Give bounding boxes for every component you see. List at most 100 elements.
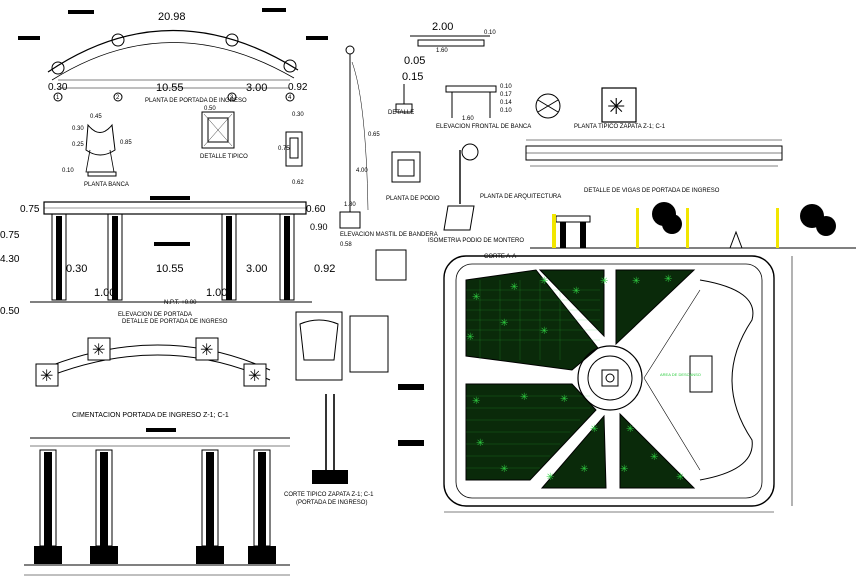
arch-left-dim: 0.30: [48, 82, 68, 93]
planta-arquitectura-label: PLANTA DE ARQUITECTURA: [480, 194, 561, 200]
svg-text:✳: ✳: [650, 452, 658, 463]
det-a: 0.45: [90, 114, 102, 120]
detalle-portada-label: DETALLE DE PORTADA DE INGRESO: [122, 319, 228, 325]
det-d: 0.85: [120, 140, 132, 146]
top-e: 0.10: [484, 30, 496, 36]
det-b: 0.30: [72, 126, 84, 132]
elevacion-mastil-label: ELEVACION MASTIL DE BANDERA: [340, 232, 438, 238]
mast-c: 0.90: [310, 222, 328, 232]
area-note: AREA DE DESCANSO: [660, 372, 701, 377]
bench-e: 0.10: [500, 108, 512, 114]
svg-text:✳: ✳: [580, 464, 588, 475]
elev-f: 0.60: [306, 204, 326, 215]
svg-text:✳: ✳: [540, 276, 548, 287]
bench-d: 0.14: [500, 100, 512, 106]
svg-text:✳: ✳: [92, 342, 105, 359]
svg-text:✳: ✳: [510, 282, 518, 293]
detalle-label: DETALLE: [388, 110, 414, 116]
det-c: 0.25: [72, 142, 84, 148]
arch-plan: 20.98 0.30 10.55 3.00 0.92 1 2 3 4 PLANT…: [18, 8, 328, 104]
mast-e: 0.58: [340, 242, 352, 248]
det-f: 0.62: [292, 180, 304, 186]
top-b: 1.60: [436, 48, 448, 54]
site-plan: CORTE A-A ✳✳ ✳✳ ✳✳ ✳✳ ✳✳ ✳✳ ✳✳ ✳✳ ✳✳: [443, 254, 793, 513]
svg-text:✳: ✳: [590, 424, 598, 435]
arch-right-dim: 3.00: [246, 82, 267, 94]
mast-d: 0.65: [368, 132, 380, 138]
svg-text:✳: ✳: [664, 274, 672, 285]
foundation-arch: ✳ ✳ ✳ ✳ CIMENTACION PORTADA DE INGRESO Z-1;…: [35, 337, 271, 419]
top-c: 0.05: [404, 55, 425, 67]
det-i: 0.50: [204, 106, 216, 112]
svg-text:✳: ✳: [540, 326, 548, 337]
bench-b: 0.10: [500, 84, 512, 90]
portada-ingreso-label: (PORTADA DE INGRESO): [296, 500, 367, 506]
elev-d2: 1.00: [206, 287, 227, 299]
svg-text:✳: ✳: [200, 342, 213, 359]
bench-a: 1.60: [462, 116, 474, 122]
elev-a: 0.75: [20, 204, 40, 215]
planta-portada-label: PLANTA DE PORTADA DE INGRESO: [145, 98, 247, 104]
elev-center: 10.55: [156, 263, 184, 275]
arch-center-dim: 10.55: [156, 82, 184, 94]
svg-text:✳: ✳: [607, 94, 625, 119]
planta-tipico-zapata-label: PLANTA TIPICO ZAPATA Z-1; C-1: [574, 124, 666, 130]
elevacion-frontal-banca-label: ELEVACION FRONTAL DE BANCA: [436, 124, 531, 130]
podium: PLANTA DE PODIO ISOMETRIA PODIO DE MONTE…: [386, 143, 561, 244]
axis-3: 3: [230, 95, 234, 101]
svg-text:✳: ✳: [466, 332, 474, 343]
svg-text:✳: ✳: [600, 276, 608, 287]
svg-text:✳: ✳: [476, 438, 484, 449]
svg-text:✳: ✳: [572, 286, 580, 297]
svg-text:✳: ✳: [620, 464, 628, 475]
cimentacion-label: CIMENTACION PORTADA DE INGRESO Z-1; C-1: [72, 412, 229, 419]
bench-details: 0.45 0.30 0.25 0.85 0.10 PLANTA BANCA 0.…: [62, 106, 304, 188]
svg-text:✳: ✳: [546, 472, 554, 483]
top-mid-details: 2.00 1.60 0.05 0.15 DETALLE 0.10 0.10 0.…: [388, 21, 666, 130]
svg-text:✳: ✳: [472, 292, 480, 303]
elev-d: 1.00: [94, 287, 115, 299]
top-d: 0.15: [402, 71, 423, 83]
planta-banca-label: PLANTA BANCA: [84, 182, 129, 188]
planta-podio-label: PLANTA DE PODIO: [386, 196, 440, 202]
axis-4: 4: [288, 95, 292, 101]
svg-text:✳: ✳: [676, 472, 684, 483]
corte-tipico-label: CORTE TIPICO ZAPATA Z-1; C-1: [284, 492, 374, 498]
mast-a: 4.00: [356, 168, 368, 174]
arch-span-dim: 20.98: [158, 11, 186, 23]
svg-text:✳: ✳: [40, 368, 53, 385]
svg-text:✳: ✳: [626, 424, 634, 435]
street-elevation: [530, 202, 856, 249]
detalle-vigas-label: DETALLE DE VIGAS DE PORTADA DE INGRESO: [584, 188, 720, 194]
det-g: 0.75: [278, 146, 290, 152]
detalle-tipico-label: DETALLE TIPICO: [200, 154, 248, 160]
axis-2: 2: [116, 95, 120, 101]
corte-tipico: CORTE TIPICO ZAPATA Z-1; C-1 (PORTADA DE…: [284, 249, 424, 506]
npt-label: N.P.T. +0.00: [164, 300, 197, 306]
elev-a2: 0.75: [0, 230, 20, 241]
det-e: 0.10: [62, 168, 74, 174]
elevacion-portada-label: ELEVACION DE PORTADA: [118, 312, 192, 318]
front-elevation: 0.75 0.75 4.30 0.30 10.55 3.00 0.92 1.00…: [0, 196, 335, 325]
svg-text:✳: ✳: [632, 276, 640, 287]
elev-c: 0.30: [66, 263, 87, 275]
svg-text:✳: ✳: [560, 394, 568, 405]
elev-e: 0.50: [0, 306, 20, 317]
arch-right-end-dim: 0.92: [288, 82, 308, 93]
bench-c: 0.17: [500, 92, 512, 98]
mast-b: 1.80: [344, 202, 356, 208]
axis-1: 1: [56, 95, 60, 101]
foundation-section: [24, 428, 290, 576]
det-h: 0.30: [292, 112, 304, 118]
top-a: 2.00: [432, 21, 453, 33]
isometria-label: ISOMETRIA PODIO DE MONTERO: [428, 238, 524, 244]
elev-right: 3.00: [246, 263, 267, 275]
flag-mast: 0.65 4.00 1.80 0.90 ELEVACION MASTIL DE …: [310, 45, 438, 248]
svg-text:✳: ✳: [500, 318, 508, 329]
elev-right-end: 0.92: [314, 263, 335, 275]
svg-text:✳: ✳: [248, 368, 261, 385]
elev-b: 4.30: [0, 254, 20, 265]
beam-detail: DETALLE DE VIGAS DE PORTADA DE INGRESO: [525, 139, 783, 194]
svg-text:✳: ✳: [520, 392, 528, 403]
